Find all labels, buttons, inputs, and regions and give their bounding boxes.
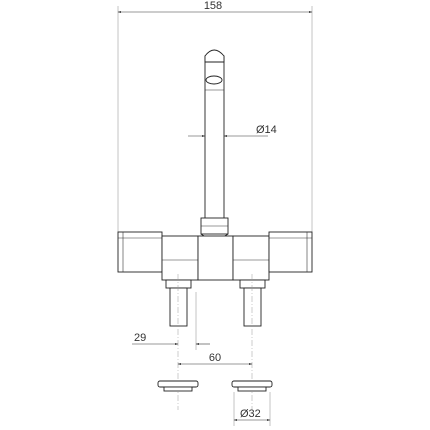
overall-width-dimension: 158 [117, 0, 313, 232]
washer-diameter-label: Ø32 [240, 408, 261, 420]
left-mounting-washer [157, 380, 199, 392]
spout-diameter-label: Ø14 [256, 124, 277, 136]
inlet-spacing-label: 60 [209, 352, 221, 364]
spout [204, 49, 225, 223]
right-mounting-washer [231, 380, 273, 392]
washer-diameter-dimension: Ø32 [233, 392, 271, 426]
right-inlet-shank [239, 279, 266, 327]
spout-diameter-dimension: Ø14 [188, 124, 277, 138]
inlet-spacing-dimension: 60 [177, 352, 253, 366]
inlet-offset-label: 29 [134, 332, 146, 344]
overall-width-label: 158 [204, 0, 222, 12]
faucet-body [117, 231, 313, 281]
inlet-offset-dimension: 29 [132, 292, 210, 350]
left-inlet-shank [165, 279, 192, 327]
